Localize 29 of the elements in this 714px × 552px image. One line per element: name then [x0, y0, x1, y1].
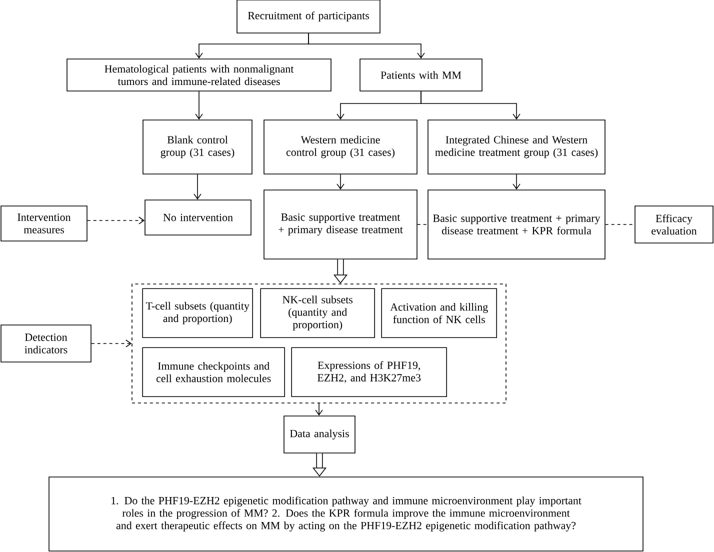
process-box: Blank control group (31 cases) — [142, 120, 252, 174]
process-box: Immune checkpoints and cell exhaustion molecules — [142, 347, 285, 397]
arrow — [420, 91, 520, 120]
arrow — [308, 33, 425, 59]
arrow — [195, 91, 203, 120]
arrow — [315, 403, 323, 416]
process-box: Activation and killing function of NK cells — [381, 288, 497, 338]
process-box: Efficacy evaluation — [634, 206, 714, 244]
process-box: 1. Do the PHF19-EZH2 epigenetic modification pathway and immune microenvironment play important roles in the progression of MM? 2. Does the KPR formula improve the immune microenvironment and exert therapeutic effects on MM by acting on the PHF19-EZH2 epigenetic modification pathway? — [48, 476, 644, 552]
process-box: Hematological patients with nonmalignant tumors and immune-related diseases — [66, 58, 332, 92]
arrow — [336, 174, 344, 190]
process-box: Detection indicators — [0, 324, 92, 362]
process-box: Expressions of PHF19, EZH2, and H3K27me3 — [291, 347, 447, 397]
arrow — [194, 174, 202, 200]
process-box: Integrated Chinese and Western medicine treatment group (31 cases) — [428, 120, 606, 174]
arrow — [87, 216, 145, 224]
dashed-group-box — [132, 284, 506, 404]
process-box: Western medicine control group (31 cases) — [264, 120, 418, 174]
process-box: NK-cell subsets (quantity and proportion) — [260, 288, 375, 338]
process-box: T-cell subsets (quantity and proportion) — [142, 288, 253, 338]
arrow — [91, 340, 132, 348]
process-box: Basic supportive treatment + primary disease treatment + KPR formula — [428, 190, 606, 260]
process-box: No intervention — [144, 200, 252, 236]
process-box: Data analysis — [284, 416, 356, 454]
arrow — [512, 174, 520, 190]
process-box: Recruitment of participants — [236, 0, 380, 34]
process-box: Basic supportive treatment + primary disease treatment — [264, 190, 418, 260]
process-box: Intervention measures — [0, 206, 88, 242]
process-box: Patients with MM — [360, 58, 482, 92]
